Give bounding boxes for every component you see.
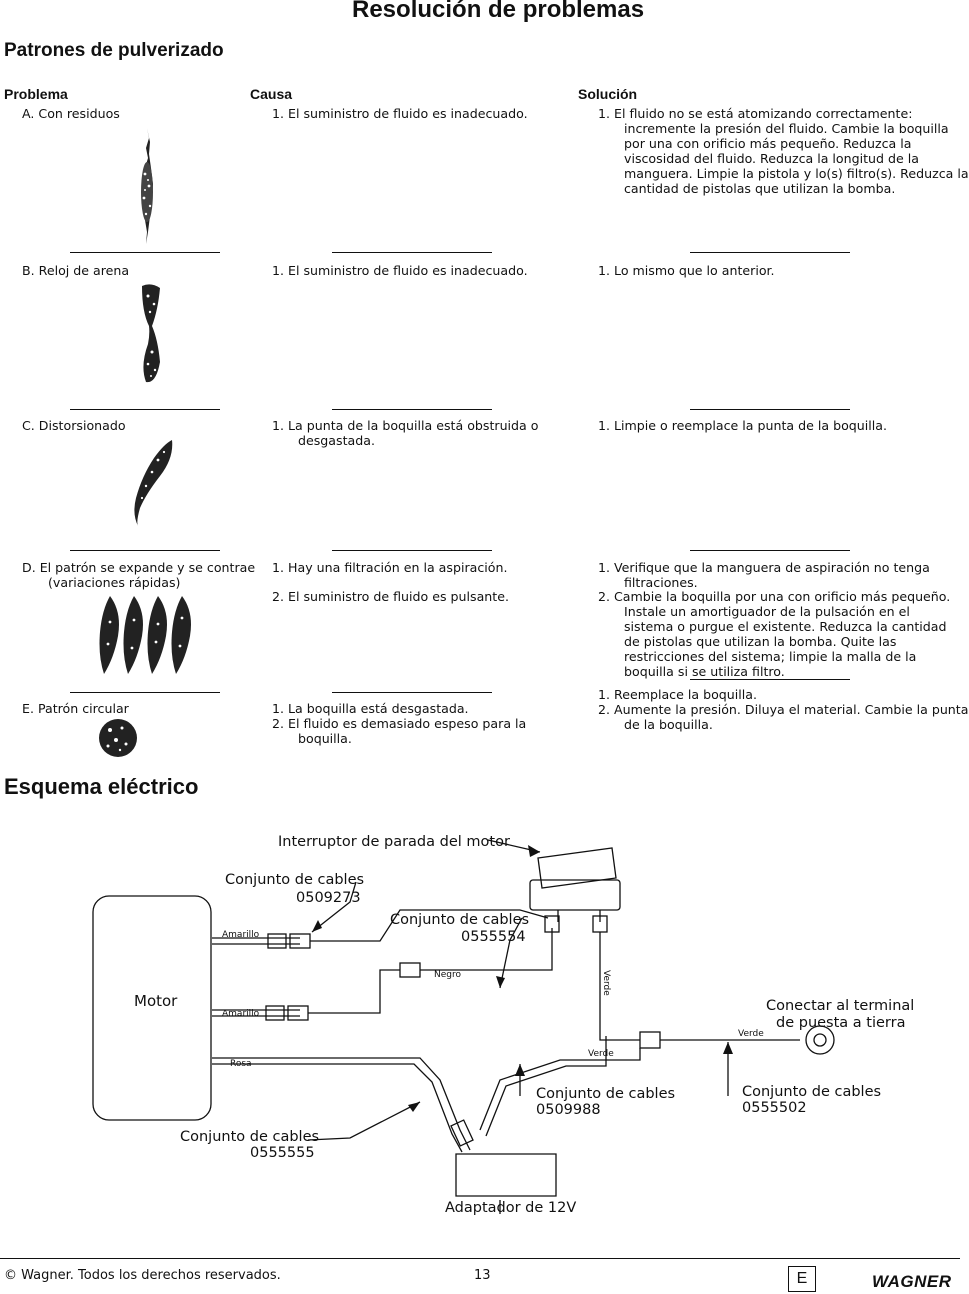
cause-e-1: 1. La boquilla está desgastada. [272, 701, 469, 716]
column-header-solution: Solución [578, 86, 638, 102]
divider [332, 550, 492, 551]
divider [70, 550, 220, 551]
spray-pattern-hourglass [142, 284, 160, 383]
solution-e-1: 1. Reemplace la boquilla. [598, 687, 757, 702]
divider [690, 679, 850, 680]
wiring-diagram: Interruptor de parada del motor Conjunto… [92, 834, 914, 1216]
problem-e: E. Patrón circular [22, 701, 129, 716]
wire-label-green: Verde [601, 970, 611, 996]
label-harness-b-num: 0555554 [461, 929, 526, 945]
label-ground-2: de puesta a tierra [776, 1015, 905, 1031]
solution-e-2: 2. Aumente la presión. Diluya el materia… [598, 702, 969, 732]
switch-icon [537, 847, 617, 889]
motor-box [92, 895, 212, 1121]
spray-pattern-pulsating [99, 596, 191, 674]
footer-copyright: © Wagner. Todos los derechos reservados. [4, 1268, 281, 1283]
diagram-title: Esquema eléctrico [4, 774, 199, 799]
spray-pattern-tails [141, 128, 153, 244]
label-switch: Interruptor de parada del motor [278, 834, 510, 850]
problem-c: C. Distorsionado [22, 418, 126, 433]
problem-b: B. Reloj de arena [22, 263, 130, 278]
solution-a-1: 1. El fluido no se está atomizando corre… [598, 106, 969, 196]
label-harness-a: Conjunto de cables [225, 872, 364, 888]
wire-label-yellow: Amarillo [222, 1009, 260, 1019]
divider [690, 409, 850, 410]
label-motor: Motor [134, 992, 178, 1010]
brand-logo: WAGNER [872, 1272, 952, 1291]
label-harness-d-num: 0555502 [742, 1100, 807, 1116]
cause-e-2: 2. El fluido es demasiado espeso para la… [272, 716, 527, 746]
solution-c-1: 1. Limpie o reemplace la punta de la boq… [598, 418, 887, 433]
label-harness-c-num: 0509988 [536, 1102, 601, 1118]
solution-d-2: 2. Cambie la boquilla por una con orific… [598, 589, 951, 679]
adapter-box [455, 1153, 557, 1197]
label-ground: Conectar al terminal [766, 998, 914, 1014]
problem-d: D. El patrón se expande y se contrae (va… [22, 560, 256, 590]
solution-b-1: 1. Lo mismo que lo anterior. [598, 263, 775, 278]
spray-pattern-round [99, 719, 137, 757]
footer-rule [0, 1258, 960, 1259]
label-harness-d: Conjunto de cables [742, 1084, 881, 1100]
divider [332, 252, 492, 253]
label-adapter: Adaptador de 12V [445, 1200, 576, 1216]
divider [70, 252, 220, 253]
solution-d-1: 1. Verifique que la manguera de aspiraci… [598, 560, 930, 590]
wire-label-black: Negro [434, 970, 461, 980]
divider [690, 252, 850, 253]
page-number: 13 [474, 1268, 491, 1283]
divider [332, 409, 492, 410]
divider [70, 409, 220, 410]
cause-b-1: 1. El suministro de fluido es inadecuado… [272, 263, 528, 278]
label-harness-c: Conjunto de cables [536, 1086, 675, 1102]
wire-label-pink: Rosa [230, 1059, 252, 1069]
language-badge: E [788, 1266, 816, 1292]
label-harness-e-num: 0555555 [250, 1145, 315, 1161]
cause-d-1: 1. Hay una filtración en la aspiración. [272, 560, 508, 575]
label-harness-b: Conjunto de cables [390, 912, 529, 928]
label-harness-e: Conjunto de cables [180, 1129, 319, 1145]
divider [690, 550, 850, 551]
divider [70, 692, 220, 693]
cause-d-2: 2. El suministro de fluido es pulsante. [272, 589, 509, 604]
cause-c-1: 1. La punta de la boquilla está obstruid… [272, 418, 539, 448]
problem-a: A. Con residuos [22, 106, 120, 121]
section-title: Patrones de pulverizado [4, 40, 224, 61]
divider [332, 692, 492, 693]
wire-label-green: Verde [738, 1029, 764, 1039]
label-harness-a-num: 0509273 [296, 890, 361, 906]
cause-a-1: 1. El suministro de fluido es inadecuado… [272, 106, 528, 121]
page-title: Resolución de problemas [352, 0, 645, 23]
column-header-cause: Causa [250, 86, 293, 102]
column-header-problem: Problema [4, 86, 68, 102]
wire-label-yellow: Amarillo [222, 930, 260, 940]
spray-pattern-distorted [134, 440, 173, 526]
wire-label-green: Verde [588, 1049, 614, 1059]
